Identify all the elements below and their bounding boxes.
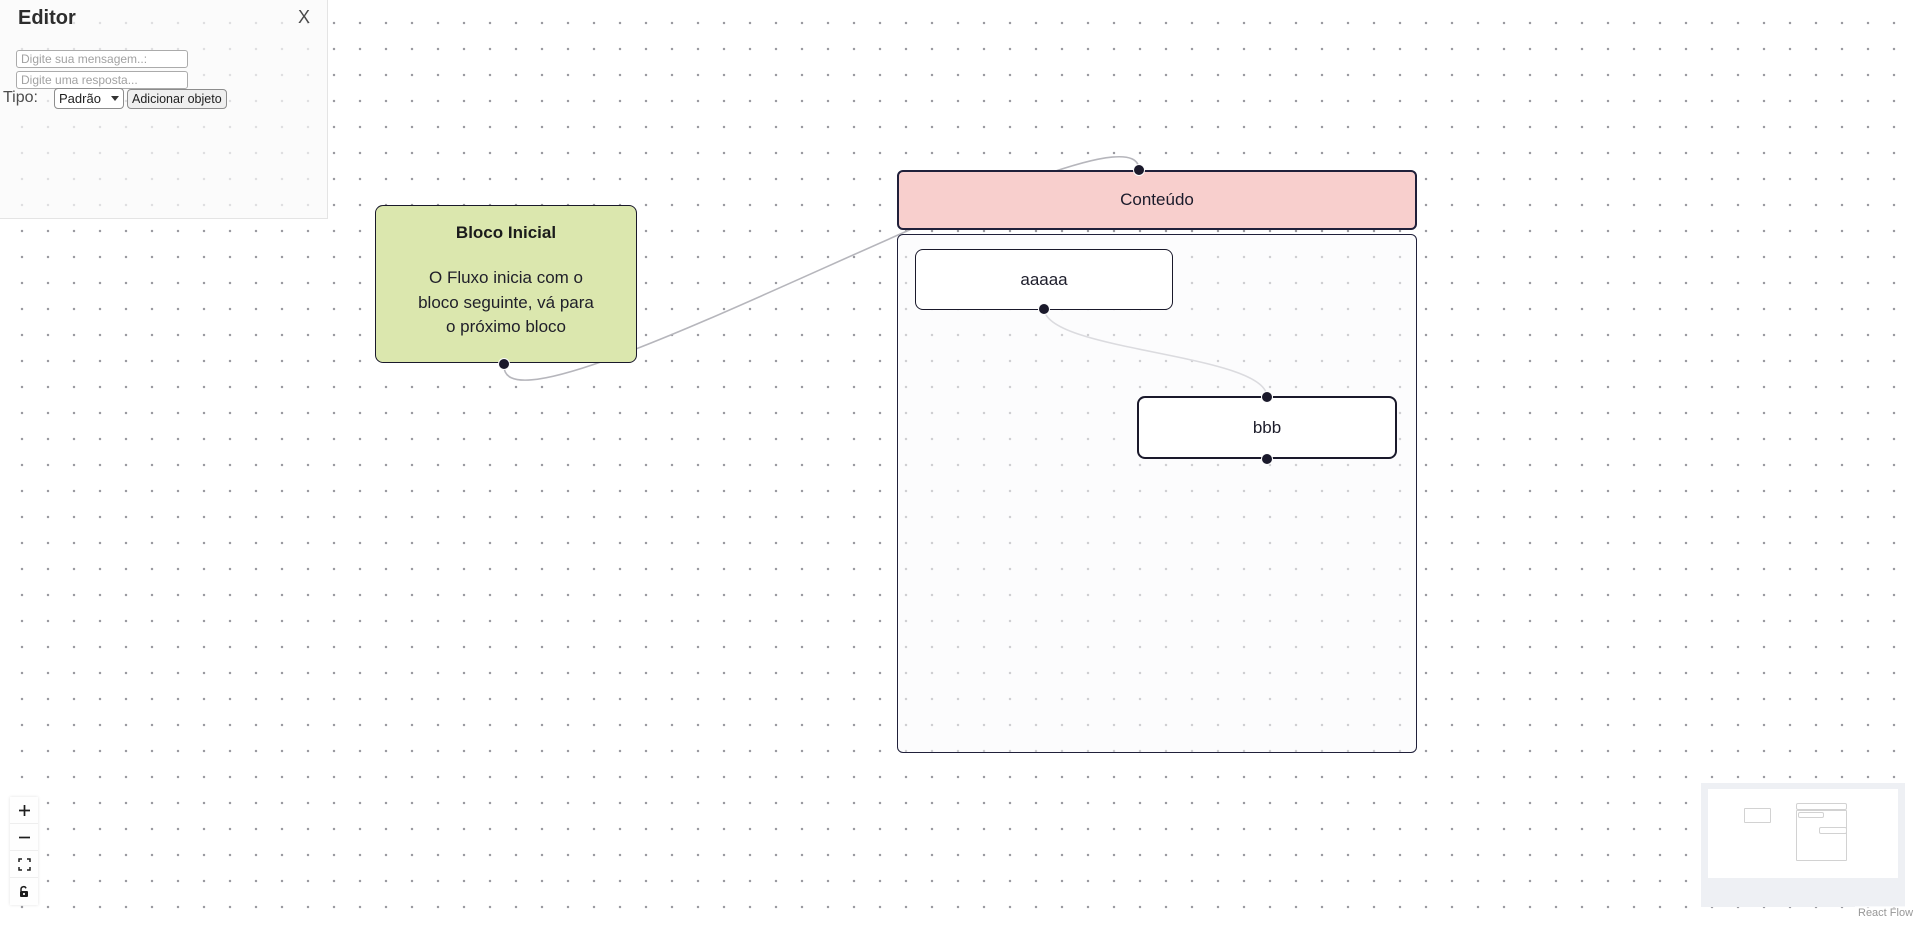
editor-panel: Editor X Tipo: Padrão Adicionar objeto bbox=[0, 0, 328, 219]
bloco-inicial-source-handle[interactable] bbox=[498, 358, 510, 370]
close-icon[interactable]: X bbox=[298, 7, 311, 27]
minimap-node-aaaaa bbox=[1798, 812, 1824, 818]
conteudo-target-handle[interactable] bbox=[1133, 164, 1145, 176]
minimap-node-conteudo-body bbox=[1796, 810, 1847, 861]
fit-view-icon bbox=[17, 857, 31, 871]
minimap[interactable] bbox=[1701, 783, 1905, 907]
bloco-inicial-body: O Fluxo inicia com o bloco seguinte, vá … bbox=[418, 268, 594, 337]
node-bloco-inicial[interactable]: Bloco Inicial O Fluxo inicia com o bloco… bbox=[375, 205, 637, 363]
minimap-node-conteudo-header bbox=[1796, 803, 1847, 810]
flow-controls bbox=[10, 797, 38, 905]
conteudo-group-header[interactable]: Conteúdo bbox=[897, 170, 1417, 230]
conteudo-title: Conteúdo bbox=[1120, 190, 1194, 209]
conteudo-group-body[interactable] bbox=[897, 234, 1417, 753]
chevron-down-icon bbox=[111, 96, 119, 101]
type-select-value: Padrão bbox=[59, 91, 101, 106]
bbb-label: bbb bbox=[1252, 417, 1282, 437]
minus-icon bbox=[18, 836, 30, 838]
bbb-source-handle[interactable] bbox=[1261, 453, 1273, 465]
message-input[interactable] bbox=[16, 50, 188, 68]
lock-button[interactable] bbox=[10, 878, 38, 905]
bloco-inicial-title: Bloco Inicial bbox=[455, 223, 557, 242]
add-object-button[interactable]: Adicionar objeto bbox=[127, 89, 227, 109]
zoom-out-button[interactable] bbox=[10, 824, 38, 851]
react-flow-attribution: React Flow bbox=[1855, 906, 1917, 920]
bbb-target-handle[interactable] bbox=[1261, 391, 1273, 403]
node-bbb[interactable]: bbb bbox=[1137, 396, 1397, 459]
zoom-in-button[interactable] bbox=[10, 797, 38, 824]
editor-panel-title: Editor bbox=[18, 7, 76, 29]
lock-icon bbox=[20, 885, 28, 897]
minimap-node-bloco-inicial bbox=[1744, 808, 1771, 823]
minimap-node-bbb bbox=[1819, 827, 1847, 834]
aaaaa-source-handle[interactable] bbox=[1038, 303, 1050, 315]
type-label: Tipo: bbox=[3, 89, 38, 106]
node-aaaaa[interactable]: aaaaa bbox=[915, 249, 1173, 310]
plus-icon bbox=[18, 804, 30, 816]
fit-view-button[interactable] bbox=[10, 851, 38, 878]
response-input[interactable] bbox=[16, 71, 188, 89]
type-select[interactable]: Padrão bbox=[54, 88, 124, 109]
aaaaa-label: aaaaa bbox=[1020, 269, 1068, 289]
